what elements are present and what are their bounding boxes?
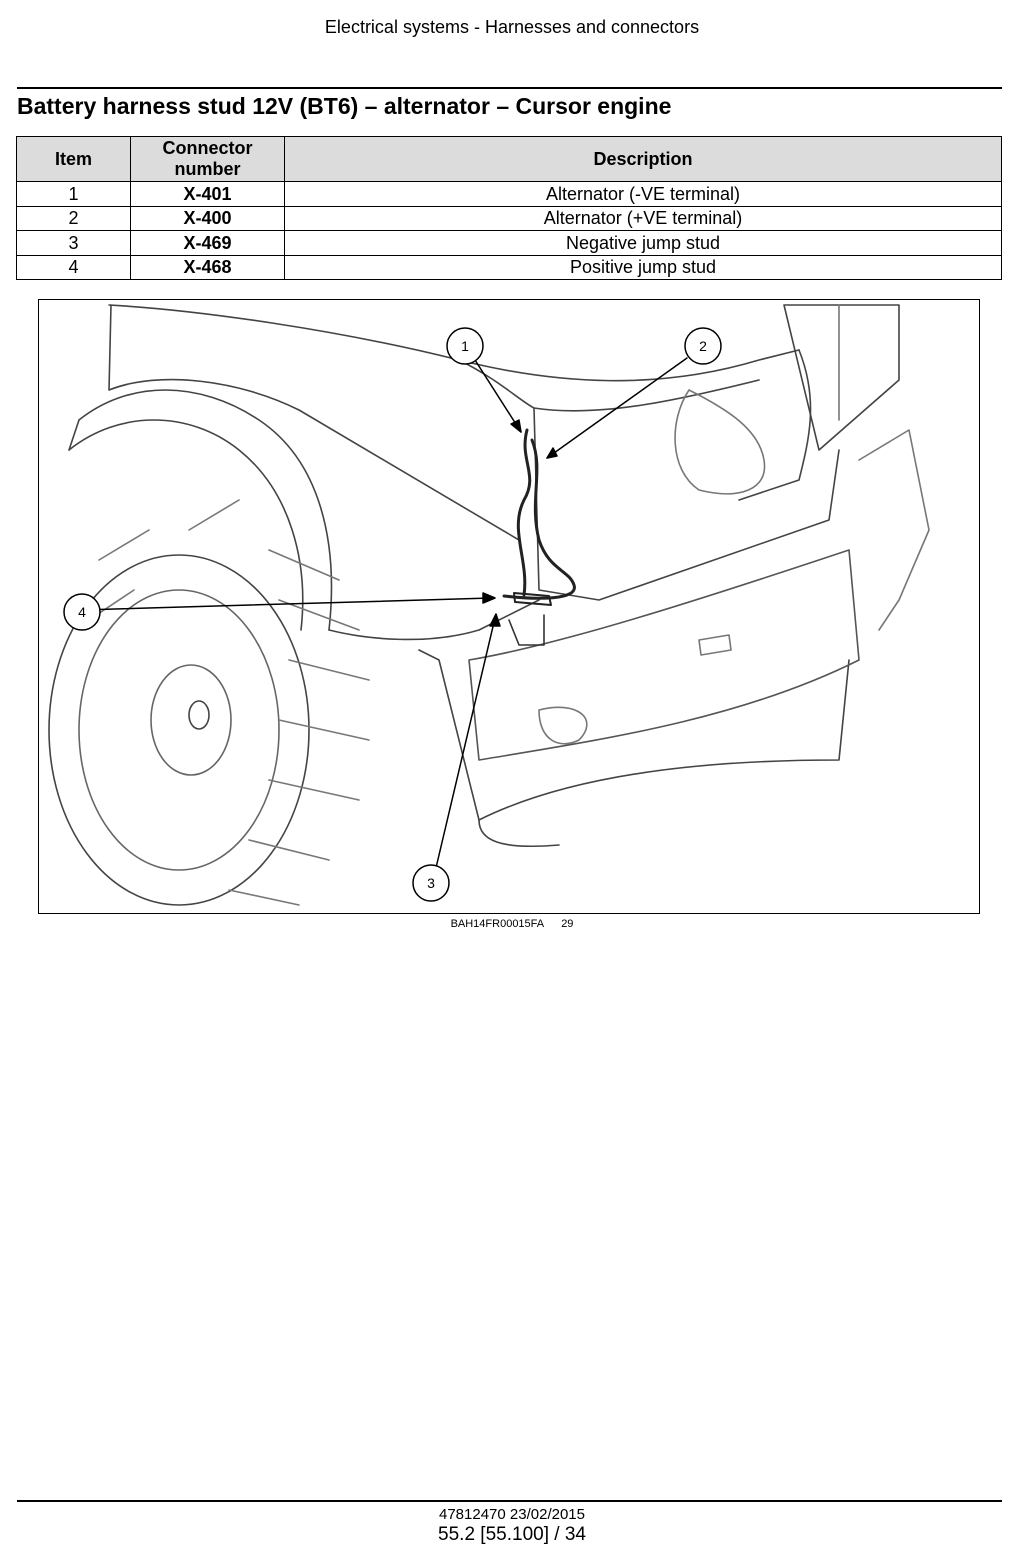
cell-item: 3 xyxy=(16,230,131,256)
footer-page-ref: 55.2 [55.100] / 34 xyxy=(438,1524,586,1545)
callout-3 xyxy=(412,864,450,902)
line-drawing: 1 2 3 4 xyxy=(48,304,930,906)
table-row: 2 X-400 Alternator (+VE terminal) xyxy=(16,205,1002,231)
callout-2 xyxy=(684,327,722,365)
table-row: 3 X-469 Negative jump stud xyxy=(16,230,1002,256)
header-item: Item xyxy=(16,136,131,182)
cell-description: Negative jump stud xyxy=(284,230,1002,256)
cell-connector: X-469 xyxy=(130,230,285,256)
cell-connector: X-400 xyxy=(130,205,285,231)
table-header-row: Item Connector number Description xyxy=(16,136,1002,182)
cell-connector: X-468 xyxy=(130,254,285,280)
footer-rule xyxy=(17,1500,1002,1502)
callout-1 xyxy=(446,327,484,365)
header-rule xyxy=(17,87,1002,89)
section-title: Battery harness stud 12V (BT6) – alterna… xyxy=(17,93,672,119)
header-description: Description xyxy=(284,136,1002,182)
tractor-illustration: 1 2 3 4 xyxy=(38,299,980,914)
running-header: Electrical systems - Harnesses and conne… xyxy=(324,17,700,37)
cell-item: 4 xyxy=(16,254,131,280)
callout-label-3: 3 xyxy=(427,875,435,891)
cell-item: 2 xyxy=(16,205,131,231)
connector-table: Item Connector number Description 1 X-40… xyxy=(16,136,1002,280)
figure-caption: BAH14FR00015FA 29 xyxy=(0,918,1024,930)
callout-leaders xyxy=(80,357,688,873)
footer-doc-ref: 47812470 23/02/2015 xyxy=(439,1506,585,1523)
image-code: BAH14FR00015FA xyxy=(450,918,545,930)
callout-label-2: 2 xyxy=(699,338,707,354)
table-row: 1 X-401 Alternator (-VE terminal) xyxy=(16,181,1002,207)
cell-description: Alternator (+VE terminal) xyxy=(284,205,1002,231)
table-row: 4 X-468 Positive jump stud xyxy=(16,254,1002,280)
cell-item: 1 xyxy=(16,181,131,207)
cell-connector: X-401 xyxy=(130,181,285,207)
callout-4 xyxy=(63,593,101,631)
callout-label-4: 4 xyxy=(78,604,86,620)
cell-description: Positive jump stud xyxy=(284,254,1002,280)
cell-description: Alternator (-VE terminal) xyxy=(284,181,1002,207)
figure-number: 29 xyxy=(561,918,574,930)
callout-label-1: 1 xyxy=(461,338,469,354)
header-connector-number: Connector number xyxy=(130,136,285,182)
